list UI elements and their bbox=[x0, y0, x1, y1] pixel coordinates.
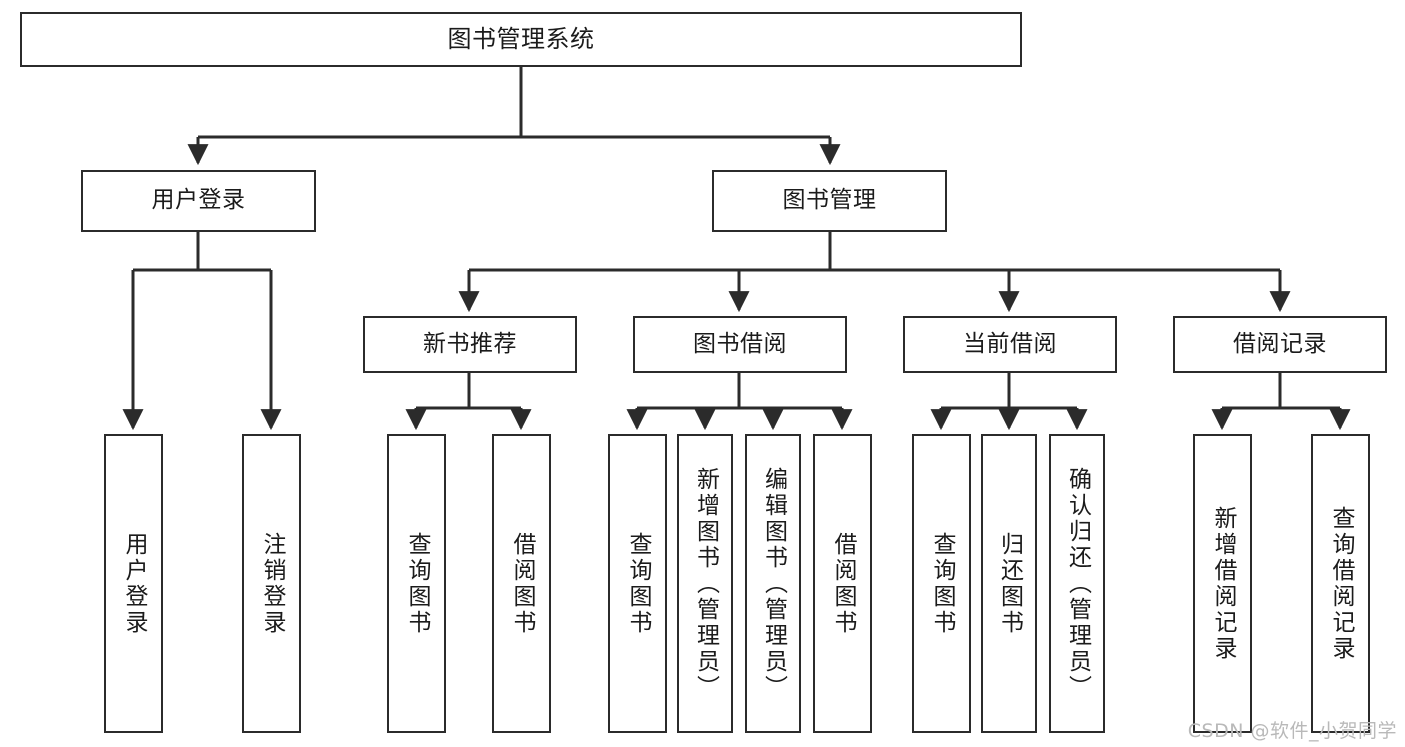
node-leaf-add-book-label: 新增图书（管理员） bbox=[692, 466, 719, 701]
node-book-borrow-label: 图书借阅 bbox=[693, 330, 787, 357]
node-leaf-query-record[interactable]: 查询借阅记录 bbox=[1311, 434, 1370, 733]
node-leaf-confirm-return-label: 确认归还（管理员） bbox=[1064, 466, 1091, 701]
node-leaf-query-book-2[interactable]: 查询图书 bbox=[608, 434, 667, 733]
node-leaf-logout-login-label: 注销登录 bbox=[259, 531, 285, 636]
node-borrow-record[interactable]: 借阅记录 bbox=[1173, 316, 1387, 373]
node-leaf-borrow-book-1-label: 借阅图书 bbox=[509, 531, 535, 636]
node-leaf-query-book-3-label: 查询图书 bbox=[929, 531, 955, 636]
node-leaf-edit-book-label: 编辑图书（管理员） bbox=[760, 466, 787, 701]
node-current-borrow[interactable]: 当前借阅 bbox=[903, 316, 1117, 373]
node-leaf-return-book-label: 归还图书 bbox=[996, 531, 1023, 636]
node-user-login[interactable]: 用户登录 bbox=[81, 170, 316, 232]
node-user-login-label: 用户登录 bbox=[151, 187, 246, 214]
node-book-borrow[interactable]: 图书借阅 bbox=[633, 316, 847, 373]
node-leaf-borrow-book-1[interactable]: 借阅图书 bbox=[492, 434, 551, 733]
node-leaf-logout-login[interactable]: 注销登录 bbox=[242, 434, 301, 733]
node-leaf-return-book[interactable]: 归还图书 bbox=[981, 434, 1037, 733]
node-leaf-borrow-book-2-label: 借阅图书 bbox=[830, 531, 856, 636]
node-leaf-add-record[interactable]: 新增借阅记录 bbox=[1193, 434, 1252, 733]
node-leaf-add-record-label: 新增借阅记录 bbox=[1210, 505, 1236, 662]
node-root-label: 图书管理系统 bbox=[447, 25, 595, 54]
node-leaf-add-book[interactable]: 新增图书（管理员） bbox=[677, 434, 733, 733]
node-book-manage-label: 图书管理 bbox=[782, 187, 877, 214]
node-borrow-record-label: 借阅记录 bbox=[1233, 330, 1327, 357]
node-leaf-query-record-label: 查询借阅记录 bbox=[1328, 505, 1354, 662]
node-new-book-recommend[interactable]: 新书推荐 bbox=[363, 316, 577, 373]
node-leaf-query-book-1[interactable]: 查询图书 bbox=[387, 434, 446, 733]
csdn-watermark: CSDN @软件_小贺同学 bbox=[1187, 720, 1397, 742]
node-leaf-query-book-1-label: 查询图书 bbox=[404, 531, 430, 636]
node-leaf-borrow-book-2[interactable]: 借阅图书 bbox=[813, 434, 872, 733]
node-leaf-edit-book[interactable]: 编辑图书（管理员） bbox=[745, 434, 801, 733]
node-leaf-confirm-return[interactable]: 确认归还（管理员） bbox=[1049, 434, 1105, 733]
node-root[interactable]: 图书管理系统 bbox=[20, 12, 1022, 67]
node-new-book-recommend-label: 新书推荐 bbox=[423, 330, 517, 357]
node-leaf-user-login-label: 用户登录 bbox=[121, 531, 147, 636]
node-book-manage[interactable]: 图书管理 bbox=[712, 170, 947, 232]
node-current-borrow-label: 当前借阅 bbox=[963, 330, 1057, 357]
node-leaf-query-book-2-label: 查询图书 bbox=[625, 531, 651, 636]
node-leaf-query-book-3[interactable]: 查询图书 bbox=[912, 434, 971, 733]
node-leaf-user-login[interactable]: 用户登录 bbox=[104, 434, 163, 733]
